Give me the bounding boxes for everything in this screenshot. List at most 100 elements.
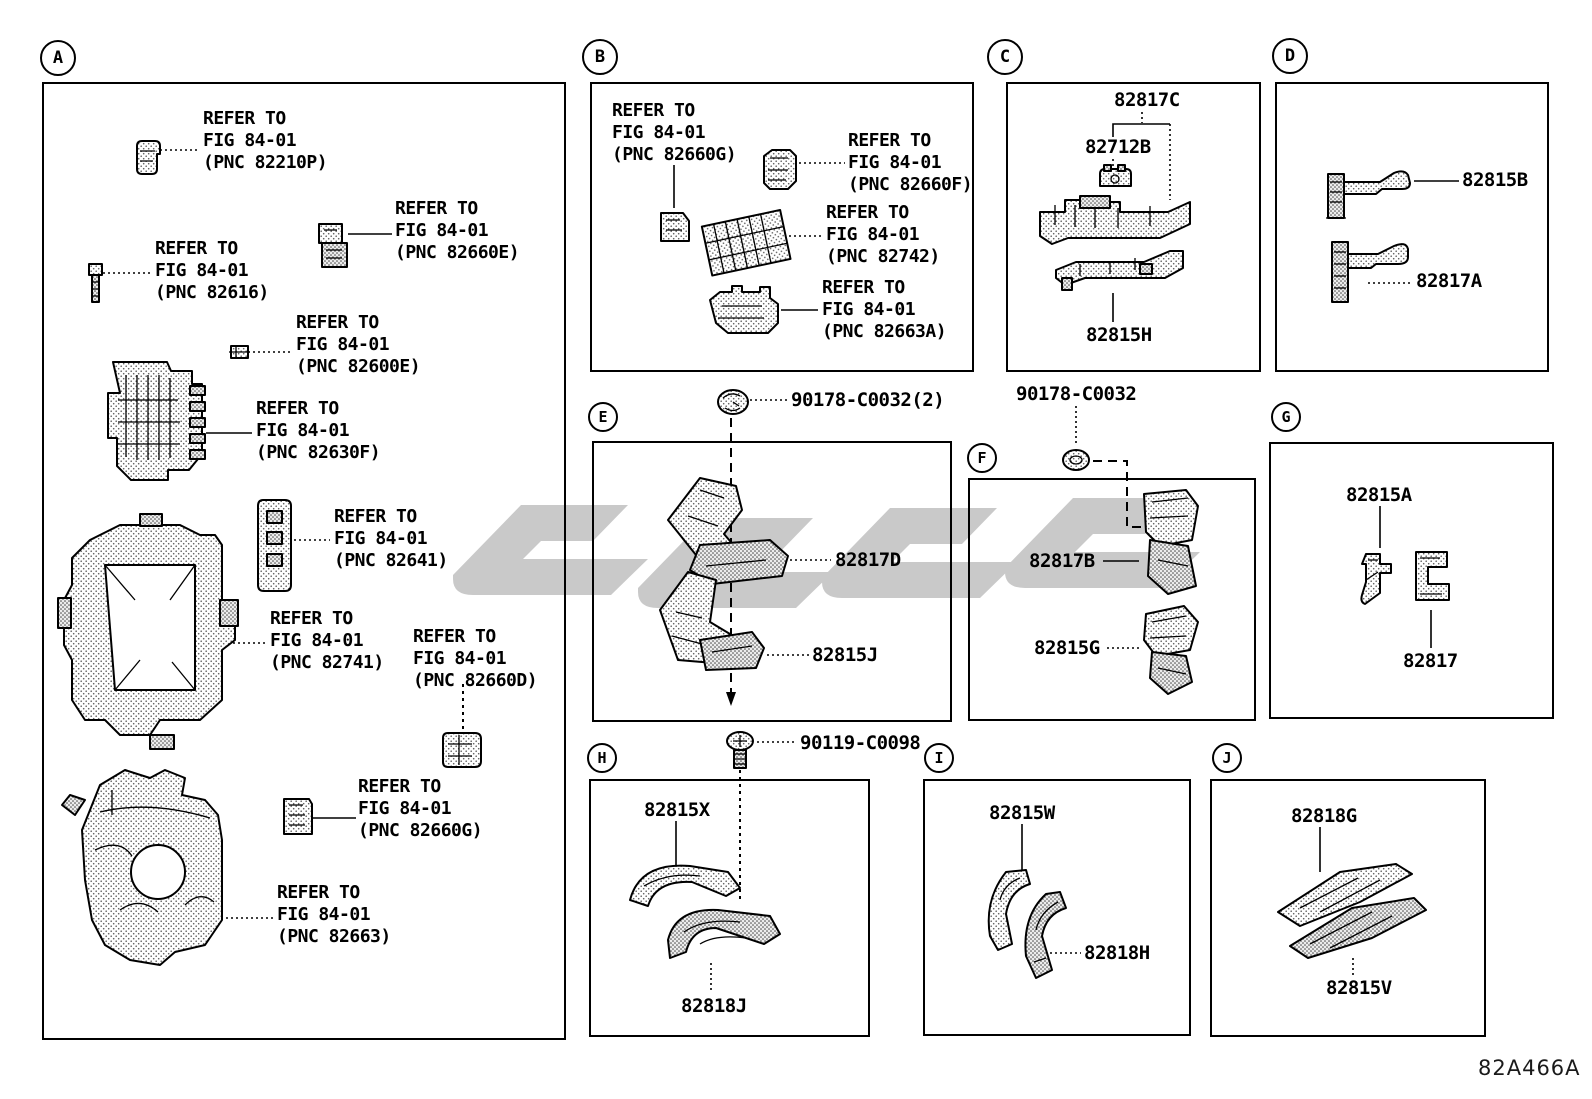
note-line: FIG 84-01 [848,152,942,173]
part-bracket-82817b-drawing [1143,489,1199,595]
part-label-82815g: 82815G [1034,637,1100,659]
note-line: FIG 84-01 [358,798,452,819]
note-line: (PNC 82663) [277,926,391,947]
note-line: REFER TO [334,506,417,527]
part-bracket-82663a-drawing [709,285,779,334]
note-line: (PNC 82741) [270,652,384,673]
part-clip-82210p-drawing [136,140,161,175]
part-label-82815v: 82815V [1326,977,1392,999]
section-g-box [1269,442,1554,719]
refer-note-82660g-a: REFER TO FIG 84-01 (PNC 82660G) [358,776,483,842]
part-label-82712b: 82712B [1085,136,1151,158]
note-line: (PNC 82660D) [413,670,538,691]
part-bracket-82741-drawing [57,513,239,750]
note-line: (PNC 82663A) [822,321,947,342]
note-line: REFER TO [826,202,909,223]
note-line: REFER TO [256,398,339,419]
section-e-letter: E [598,408,608,426]
part-label-82817d: 82817D [835,549,901,571]
note-line: REFER TO [277,882,360,903]
section-g-letter: G [1281,408,1291,426]
refer-note-82641: REFER TO FIG 84-01 (PNC 82641) [334,506,448,572]
note-line: REFER TO [296,312,379,333]
note-line: (PNC 82742) [826,246,940,267]
part-label-82818h: 82818H [1084,942,1150,964]
part-label-82817b: 82817B [1029,550,1095,572]
note-line: (PNC 82630F) [256,442,381,463]
section-a-box [42,82,566,1040]
note-line: FIG 84-01 [203,130,297,151]
grommet-icon [717,389,749,415]
note-line: REFER TO [612,100,695,121]
note-line: (PNC 82660G) [358,820,483,841]
section-j-box [1210,779,1486,1037]
part-rail-82815v-drawing [1289,897,1427,959]
part-label-82815h: 82815H [1086,324,1152,346]
part-label-82818j: 82818J [681,995,747,1017]
section-c-box [1006,82,1261,372]
section-f-badge: F [967,443,997,473]
refer-note-82742: REFER TO FIG 84-01 (PNC 82742) [826,202,940,268]
note-line: REFER TO [155,238,238,259]
section-h-badge: H [587,743,617,773]
note-line: REFER TO [413,626,496,647]
part-clip-82712b-drawing [1099,164,1132,187]
part-bracket-82815j-drawing [659,571,765,671]
note-line: FIG 84-01 [822,299,916,320]
part-label-82817c: 82817C [1114,89,1180,111]
section-j-badge: J [1212,743,1242,773]
arrowhead [726,692,736,706]
section-d-letter: D [1284,46,1296,66]
note-line: FIG 84-01 [256,420,350,441]
refer-note-82660d: REFER TO FIG 84-01 (PNC 82660D) [413,626,538,692]
refer-note-82663a: REFER TO FIG 84-01 (PNC 82663A) [822,277,947,343]
part-fusebox-82630f-drawing [107,361,206,481]
section-b-letter: B [594,47,606,67]
section-f-letter: F [977,449,987,467]
refer-note-82630f: REFER TO FIG 84-01 (PNC 82630F) [256,398,381,464]
note-line: REFER TO [822,277,905,298]
refer-note-82660g-b: REFER TO FIG 84-01 (PNC 82660G) [612,100,737,166]
refer-note-82660e: REFER TO FIG 84-01 (PNC 82660E) [395,198,520,264]
note-line: FIG 84-01 [413,648,507,669]
part-duct-82815w-drawing [987,869,1031,951]
note-line: REFER TO [203,108,286,129]
part-label-82817: 82817 [1403,650,1458,672]
note-line: FIG 84-01 [270,630,364,651]
part-label-82815x: 82815X [644,799,710,821]
part-flag-82815b-drawing [1326,170,1411,219]
note-line: (PNC 82660E) [395,242,520,263]
refer-note-82210p: REFER TO FIG 84-01 (PNC 82210P) [203,108,328,174]
section-c-badge: C [987,39,1023,75]
part-bolt-82616-drawing [88,263,103,303]
part-duct-82818j-drawing [667,908,781,959]
figure-code: 82A466A [1478,1056,1581,1080]
nut-icon [1062,449,1090,471]
note-line: FIG 84-01 [612,122,706,143]
part-duct-82815x-drawing [629,864,741,907]
refer-note-82616: REFER TO FIG 84-01 (PNC 82616) [155,238,269,304]
section-e-box [592,441,952,722]
part-clip-82660g-b-drawing [660,212,690,242]
refer-note-82741: REFER TO FIG 84-01 (PNC 82741) [270,608,384,674]
part-rail-82815h-drawing [1055,250,1184,291]
part-strip-82641-drawing [257,499,292,592]
center-line [1093,460,1148,528]
note-line: (PNC 82600E) [296,356,421,377]
note-line: FIG 84-01 [155,260,249,281]
part-bracket-82815g-drawing [1143,605,1199,695]
section-g-badge: G [1271,402,1301,432]
part-label-82818g: 82818G [1291,805,1357,827]
section-h-box [589,779,870,1037]
section-h-letter: H [597,749,607,767]
note-line: REFER TO [358,776,441,797]
note-line: (PNC 82641) [334,550,448,571]
note-line: (PNC 82660F) [848,174,973,195]
note-line: FIG 84-01 [296,334,390,355]
note-line: FIG 84-01 [826,224,920,245]
section-d-box [1275,82,1549,372]
part-label-82815w: 82815W [989,802,1055,824]
part-clip-82660e-drawing [318,223,348,268]
part-clip-82817-drawing [1415,551,1450,601]
